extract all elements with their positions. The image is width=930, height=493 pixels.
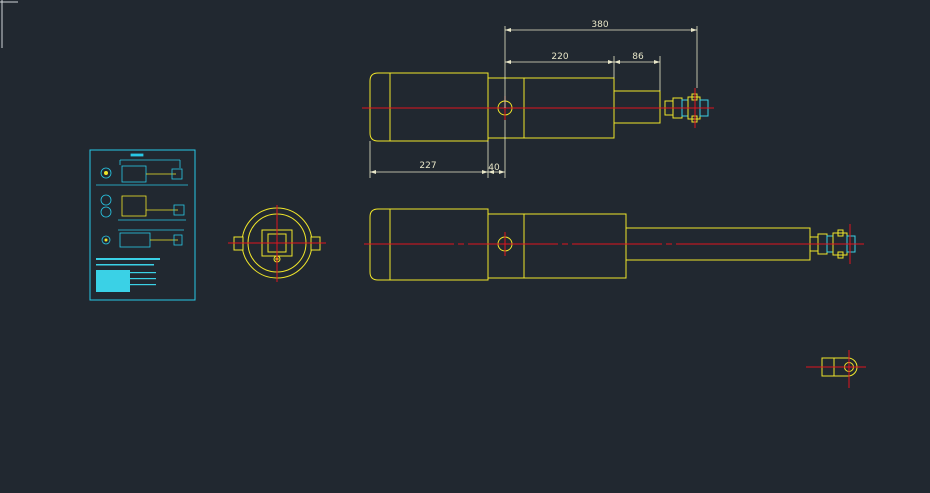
actuator-retracted-view[interactable] [362,72,714,142]
sheet-thumbnail[interactable] [89,149,196,301]
dim-offset-label: 40 [488,163,500,173]
dim-overall-label: 380 [591,20,608,30]
dimension-arrows [370,28,697,174]
dim-extension-label: 86 [632,52,644,62]
dim-body-label: 220 [551,52,568,62]
dimension-lines [369,26,698,178]
actuator-extended-view[interactable] [364,208,864,281]
end-view[interactable] [228,205,326,282]
viewport-corner-mark [0,0,18,48]
rod-end-detail[interactable] [806,350,866,388]
dim-housing-label: 227 [419,161,436,171]
